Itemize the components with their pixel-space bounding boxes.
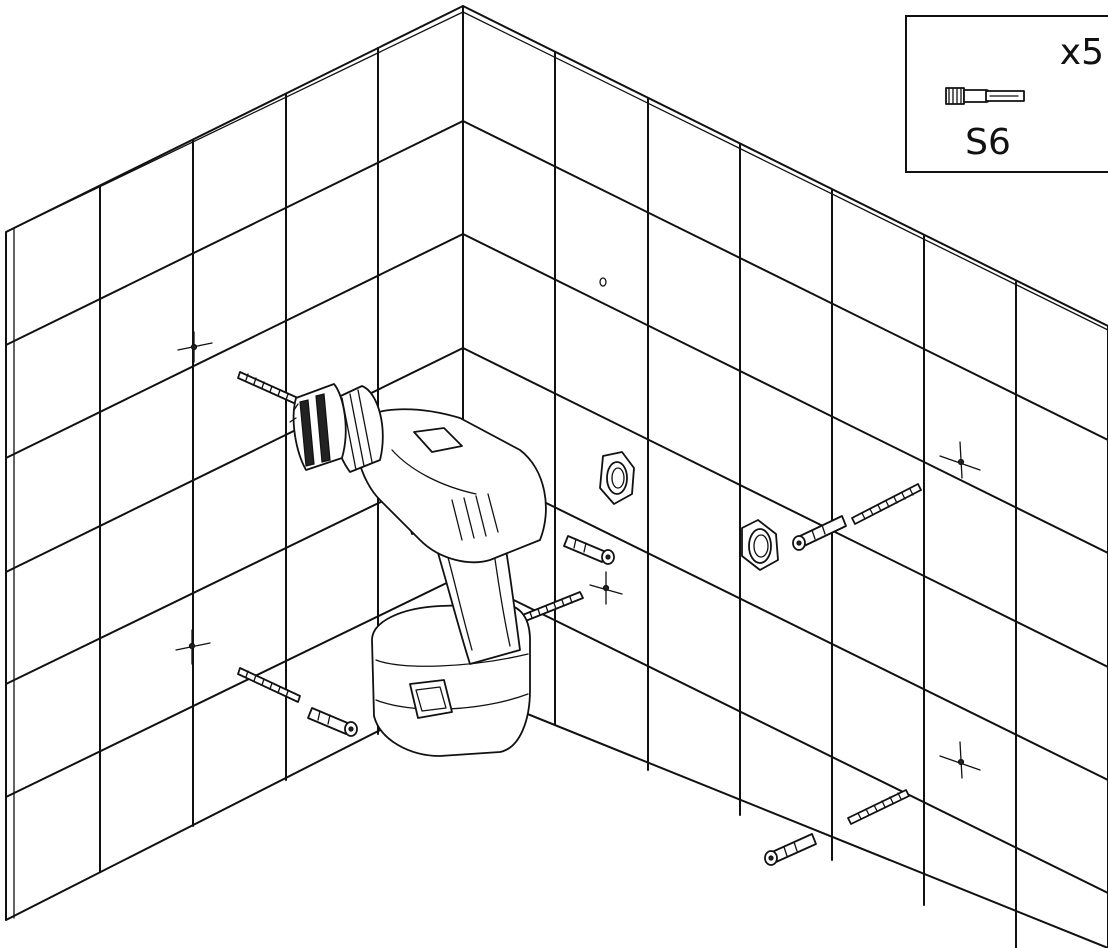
drill-mark-crosshair-icon <box>589 571 623 605</box>
wall-plug-icon <box>563 535 615 565</box>
parts-callout: x5 S6 <box>905 15 1108 173</box>
tiled-walls <box>5 5 1108 948</box>
hex-nut-icon <box>599 451 635 505</box>
drill-mark-crosshair-icon <box>939 441 981 479</box>
wall-plug-icon <box>792 515 847 551</box>
wall-plug-icon <box>945 87 1025 105</box>
drill-bit-icon <box>851 483 922 525</box>
pilot-hole <box>599 277 607 287</box>
drill-bit-icon <box>237 667 301 703</box>
right-wall-joints-horizontal <box>462 120 1108 894</box>
drill-bit-icon <box>237 371 299 405</box>
parts-code: S6 <box>965 122 1011 163</box>
drill-marks <box>175 331 981 779</box>
cordless-drill-icon <box>289 383 547 757</box>
drill-mark-crosshair-icon <box>177 331 213 363</box>
right-wall <box>462 5 1108 948</box>
right-wall-joints-vertical <box>554 51 1017 948</box>
hex-nut-icon <box>741 519 779 571</box>
left-wall-joints-vertical <box>99 47 379 873</box>
wall-plug-icon <box>764 833 817 866</box>
parts-quantity: x5 <box>1060 32 1104 73</box>
wall-plugs <box>307 515 847 866</box>
drill-bits <box>237 371 922 825</box>
hex-nuts <box>599 451 779 571</box>
drill-mark-crosshair-icon <box>939 741 981 779</box>
drill-bit-icon <box>847 789 910 825</box>
wall-plug-icon <box>307 707 358 737</box>
drill-mark-crosshair-icon <box>175 629 211 665</box>
